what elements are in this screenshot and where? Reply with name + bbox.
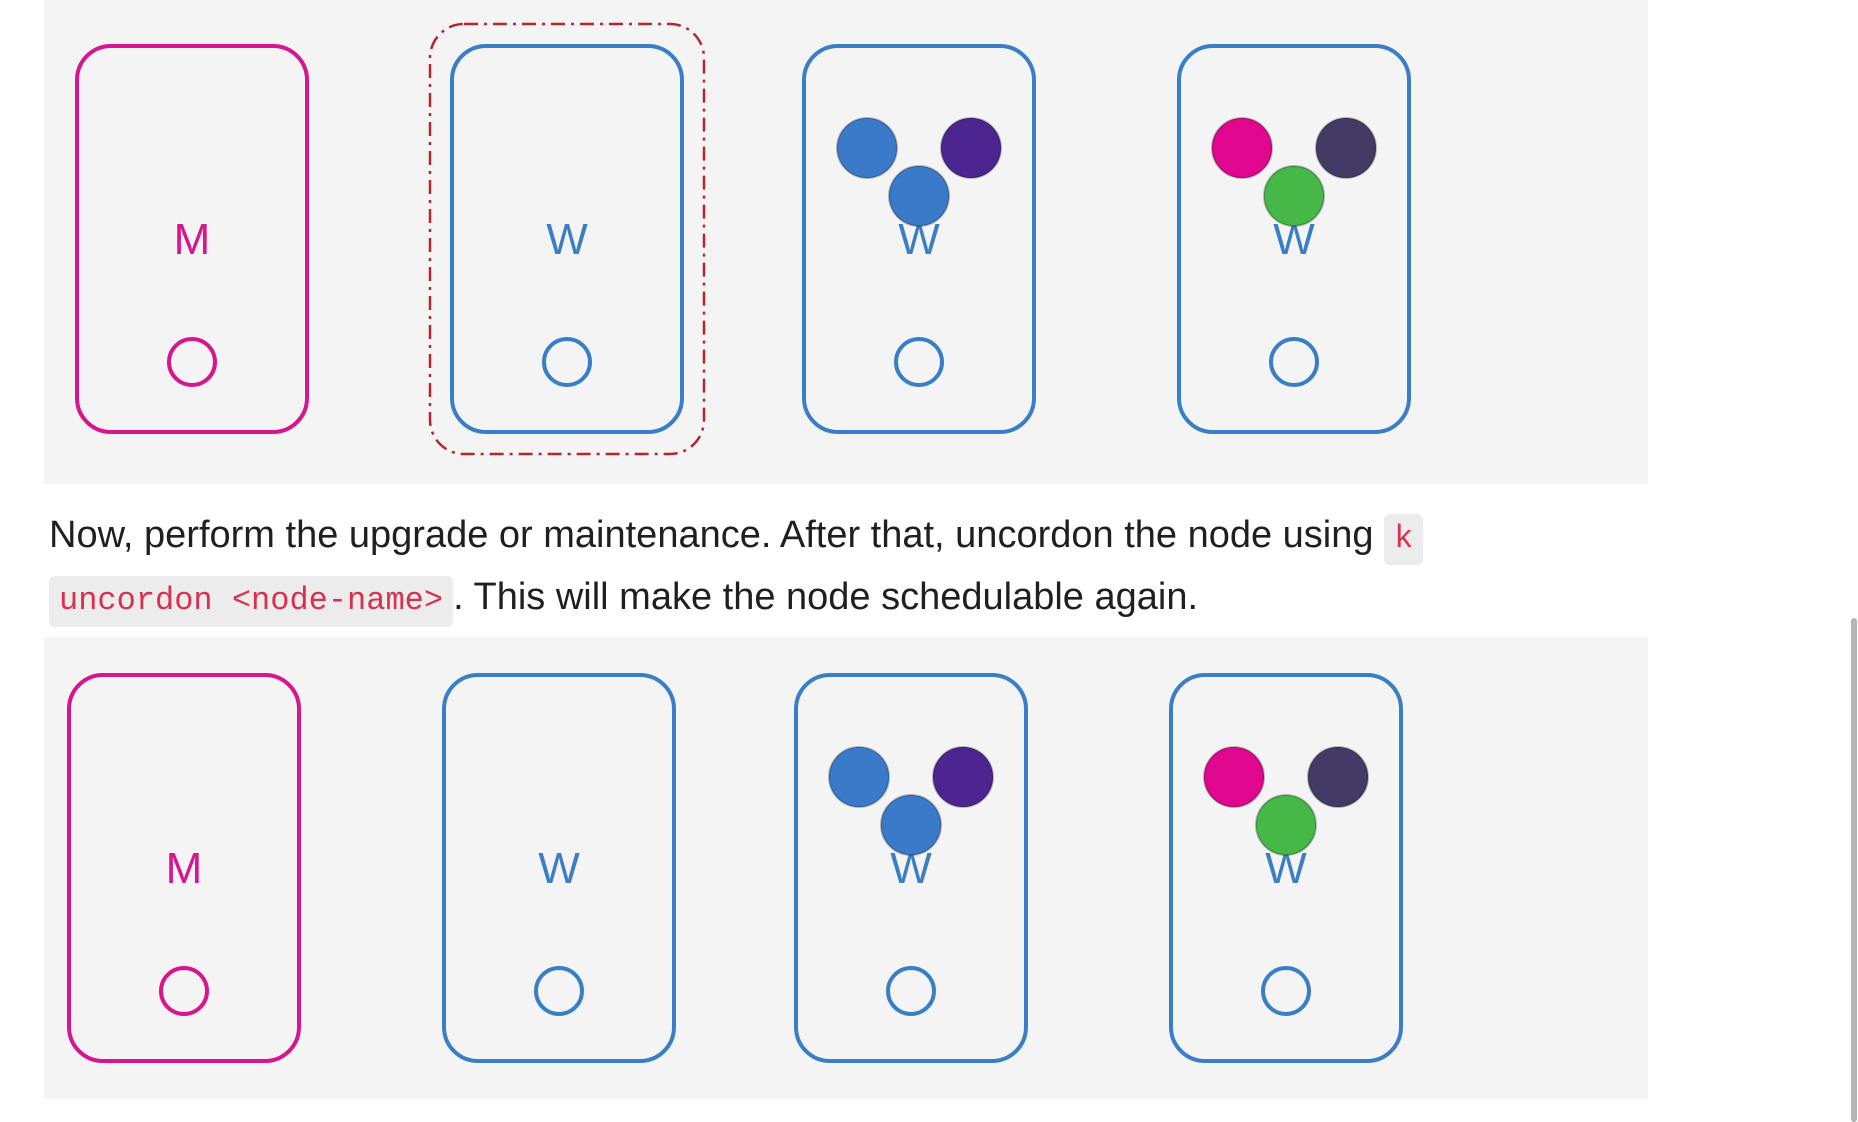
pod-icon: [836, 117, 898, 179]
pod-icon: [1211, 117, 1273, 179]
master-node-1: M: [67, 673, 301, 1063]
pod-icon: [1263, 165, 1325, 227]
node-box: [1177, 44, 1411, 434]
kubelet-ring-icon: [542, 337, 592, 387]
node-label: W: [546, 215, 588, 264]
pod-icon: [828, 746, 890, 808]
worker-node-4: W: [1177, 44, 1411, 434]
node-label: M: [166, 844, 203, 893]
cordon-outline: [428, 22, 706, 456]
pod-icon: [1255, 794, 1317, 856]
page-scrollbar[interactable]: [1850, 0, 1858, 1122]
worker-node-2: W: [442, 673, 676, 1063]
worker-node-4: W: [1169, 673, 1403, 1063]
kubelet-ring-icon: [1261, 966, 1311, 1016]
kubelet-ring-icon: [159, 966, 209, 1016]
node-box: [442, 673, 676, 1063]
scrollbar-thumb[interactable]: [1851, 618, 1857, 1122]
pod-icon: [1315, 117, 1377, 179]
kubelet-ring-icon: [167, 337, 217, 387]
instruction-text-before: Now, perform the upgrade or maintenance.…: [49, 514, 1385, 556]
pod-icon: [1203, 746, 1265, 808]
master-node-1: M: [75, 44, 309, 434]
kubelet-ring-icon: [894, 337, 944, 387]
worker-node-2: W: [428, 22, 706, 456]
worker-node-3: W: [794, 673, 1028, 1063]
node-label: W: [538, 844, 580, 893]
kubelet-ring-icon: [534, 966, 584, 1016]
pod-icon: [888, 165, 950, 227]
node-box: [75, 44, 309, 434]
node-box: [450, 44, 684, 434]
worker-node-3: W: [802, 44, 1036, 434]
kubelet-ring-icon: [886, 966, 936, 1016]
node-box: [1169, 673, 1403, 1063]
pod-icon: [940, 117, 1002, 179]
pod-icon: [1307, 746, 1369, 808]
pod-icon: [932, 746, 994, 808]
node-box: [794, 673, 1028, 1063]
node-box: [802, 44, 1036, 434]
kubelet-ring-icon: [1269, 337, 1319, 387]
node-label: M: [174, 215, 211, 264]
node-box: [67, 673, 301, 1063]
instruction-text-after: . This will make the node schedulable ag…: [453, 576, 1199, 618]
uncordon-instruction: Now, perform the upgrade or maintenance.…: [49, 506, 1489, 630]
pod-icon: [880, 794, 942, 856]
